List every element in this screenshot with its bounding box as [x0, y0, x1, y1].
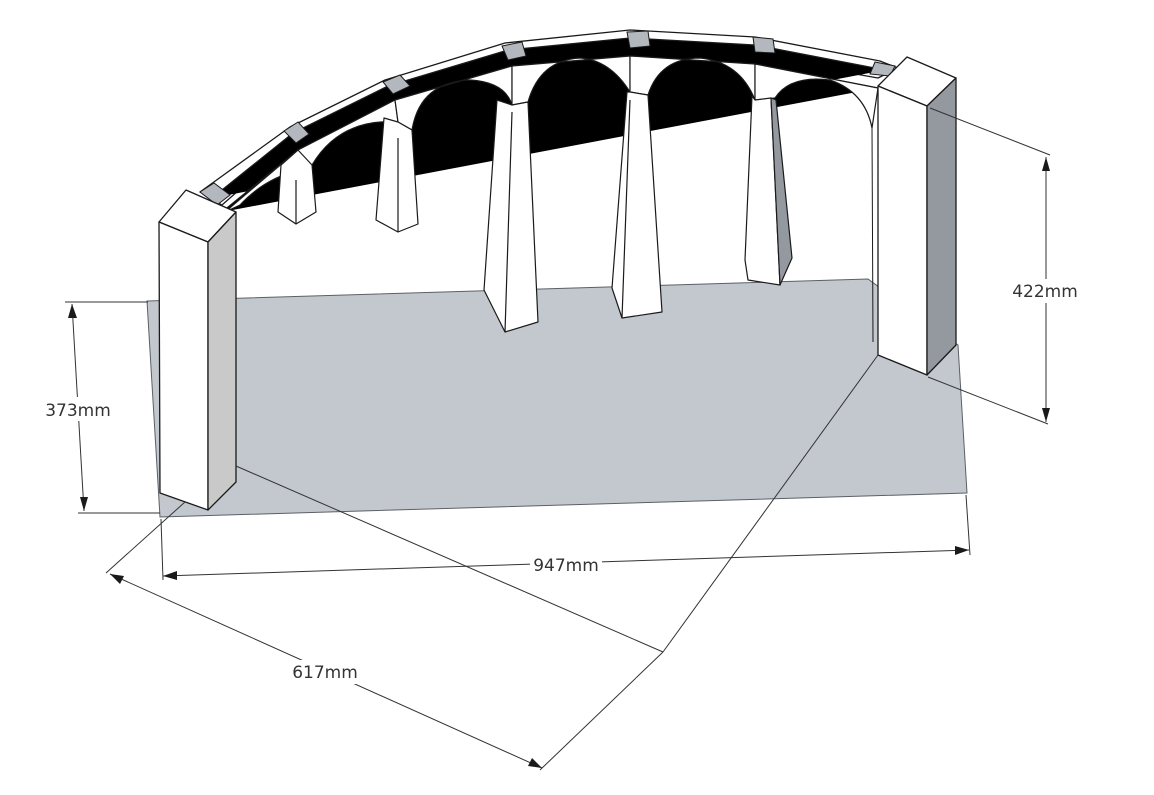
base-board	[146, 278, 968, 518]
deck-joint	[283, 121, 310, 144]
arch-5	[629, 55, 756, 101]
deck-joint	[626, 30, 651, 49]
deck-joint	[752, 36, 776, 54]
right-pillar-side	[926, 77, 957, 376]
arch-3	[394, 65, 513, 131]
deck-joint	[501, 41, 527, 61]
left-end-pillar	[158, 189, 237, 511]
dim-height-left	[65, 301, 160, 514]
arch-4	[511, 55, 631, 106]
left-pillar-front	[158, 221, 209, 511]
right-end-pillar	[871, 56, 957, 376]
deck-joint	[382, 74, 411, 95]
pier-4	[611, 91, 663, 319]
pier-3	[483, 99, 539, 333]
dimension-labels: 373mm 422mm 947mm 617mm	[42, 279, 1082, 684]
arch-6	[754, 63, 879, 129]
deck-joint-blocks	[199, 30, 896, 206]
piers	[277, 91, 793, 333]
pier-1	[277, 149, 317, 225]
left-pillar-side	[207, 211, 237, 511]
dim-label-height-left: 373mm	[45, 401, 111, 421]
pier-2	[375, 117, 419, 233]
pier-5	[744, 95, 793, 286]
right-pillar-front	[877, 85, 928, 376]
arch-spandrels	[224, 55, 879, 213]
dim-label-width: 947mm	[533, 556, 599, 576]
dim-label-depth: 617mm	[292, 663, 358, 683]
dim-label-height-right: 422mm	[1012, 282, 1078, 302]
